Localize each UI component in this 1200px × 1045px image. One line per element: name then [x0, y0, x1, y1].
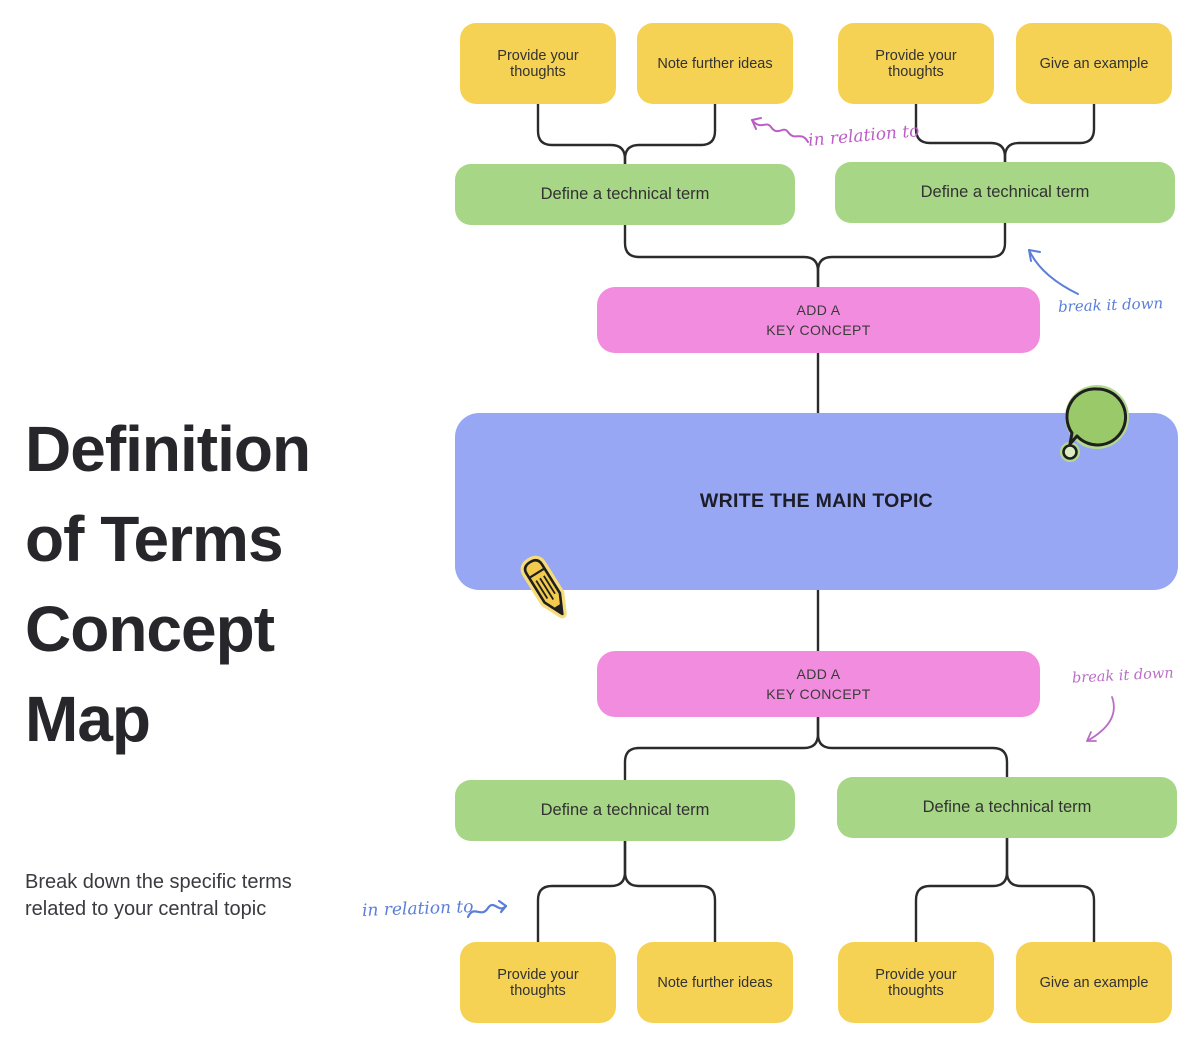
page-title-line: Concept	[25, 593, 275, 665]
term-label: Define a technical term	[920, 183, 1090, 201]
thought-bubble-icon	[1060, 385, 1129, 462]
key-concept-node-top[interactable]: ADD A KEY CONCEPT	[597, 287, 1040, 353]
term-node-bottom-left[interactable]: Define a technical term	[455, 780, 795, 841]
pencil-icon	[520, 555, 567, 619]
annotation-arrow-break-bottom	[1086, 696, 1115, 742]
leaf-node-note-further-ideas-bottom[interactable]: Note further ideas	[637, 942, 793, 1023]
leaf-node-provide-thoughts-bottom-left[interactable]: Provide your thoughts	[460, 942, 616, 1023]
leaf-label: Give an example	[1039, 974, 1149, 991]
page-title-line: of Terms	[25, 503, 284, 575]
term-label: Define a technical term	[922, 798, 1092, 816]
key-concept-label-line: KEY CONCEPT	[766, 322, 871, 338]
leaf-label: Provide your thoughts	[497, 47, 579, 80]
key-concept-label-line: ADD A	[796, 665, 841, 682]
leaf-node-provide-thoughts-top-right[interactable]: Provide your thoughts	[838, 23, 994, 104]
key-concept-node-bottom[interactable]: ADD A KEY CONCEPT	[597, 651, 1040, 717]
key-concept-label-line: ADD A	[796, 301, 841, 318]
leaf-label: Provide your thoughts	[497, 966, 579, 999]
connector-line	[623, 839, 717, 944]
page-title: Definition of Terms Concept Map	[25, 404, 311, 764]
leaf-node-give-example-top[interactable]: Give an example	[1016, 23, 1172, 104]
term-label: Define a technical term	[540, 801, 710, 819]
main-topic-label: WRITE THE MAIN TOPIC	[699, 490, 934, 512]
connector-line	[623, 102, 717, 166]
page-title-line: Map	[25, 683, 151, 755]
connector-line	[1003, 102, 1096, 164]
connector-line	[536, 102, 627, 166]
page-subtitle-line: Break down the specific terms	[25, 871, 292, 893]
leaf-label: Give an example	[1039, 55, 1149, 72]
page-subtitle: Break down the specific terms related to…	[25, 869, 292, 923]
connector-line	[1005, 836, 1096, 944]
page-title-line: Definition	[25, 413, 311, 485]
leaf-node-provide-thoughts-bottom-right[interactable]: Provide your thoughts	[838, 942, 994, 1023]
connector-line	[816, 221, 1007, 289]
term-node-top-right[interactable]: Define a technical term	[835, 162, 1175, 223]
annotation-break-it-down-top: break it down	[1057, 294, 1164, 316]
annotation-arrow-in-relation-top	[751, 117, 809, 143]
term-node-bottom-right[interactable]: Define a technical term	[837, 777, 1177, 838]
term-node-top-left[interactable]: Define a technical term	[455, 164, 795, 225]
leaf-node-give-example-bottom[interactable]: Give an example	[1016, 942, 1172, 1023]
annotation-in-relation-to-bottom: in relation to	[361, 897, 474, 921]
main-topic-node[interactable]: WRITE THE MAIN TOPIC	[455, 413, 1178, 590]
annotation-arrow-break-top	[1028, 249, 1079, 295]
leaf-node-note-further-ideas-top[interactable]: Note further ideas	[637, 23, 793, 104]
annotation-arrow-in-relation-bottom	[466, 899, 508, 919]
connector-line	[623, 715, 820, 782]
leaf-node-provide-thoughts-top-left[interactable]: Provide your thoughts	[460, 23, 616, 104]
connector-line	[816, 715, 1009, 779]
connector-line	[914, 102, 1007, 164]
connector-line	[536, 839, 627, 944]
leaf-label: Note further ideas	[657, 974, 773, 991]
connector-line	[914, 836, 1009, 944]
connector-lines	[536, 102, 1096, 944]
leaf-label: Provide your thoughts	[875, 966, 957, 999]
connector-line	[623, 223, 820, 289]
term-label: Define a technical term	[540, 185, 710, 203]
key-concept-label-line: KEY CONCEPT	[766, 686, 871, 702]
page-subtitle-line: related to your central topic	[25, 898, 267, 920]
leaf-label: Note further ideas	[657, 55, 773, 72]
leaf-label: Provide your thoughts	[875, 47, 957, 80]
